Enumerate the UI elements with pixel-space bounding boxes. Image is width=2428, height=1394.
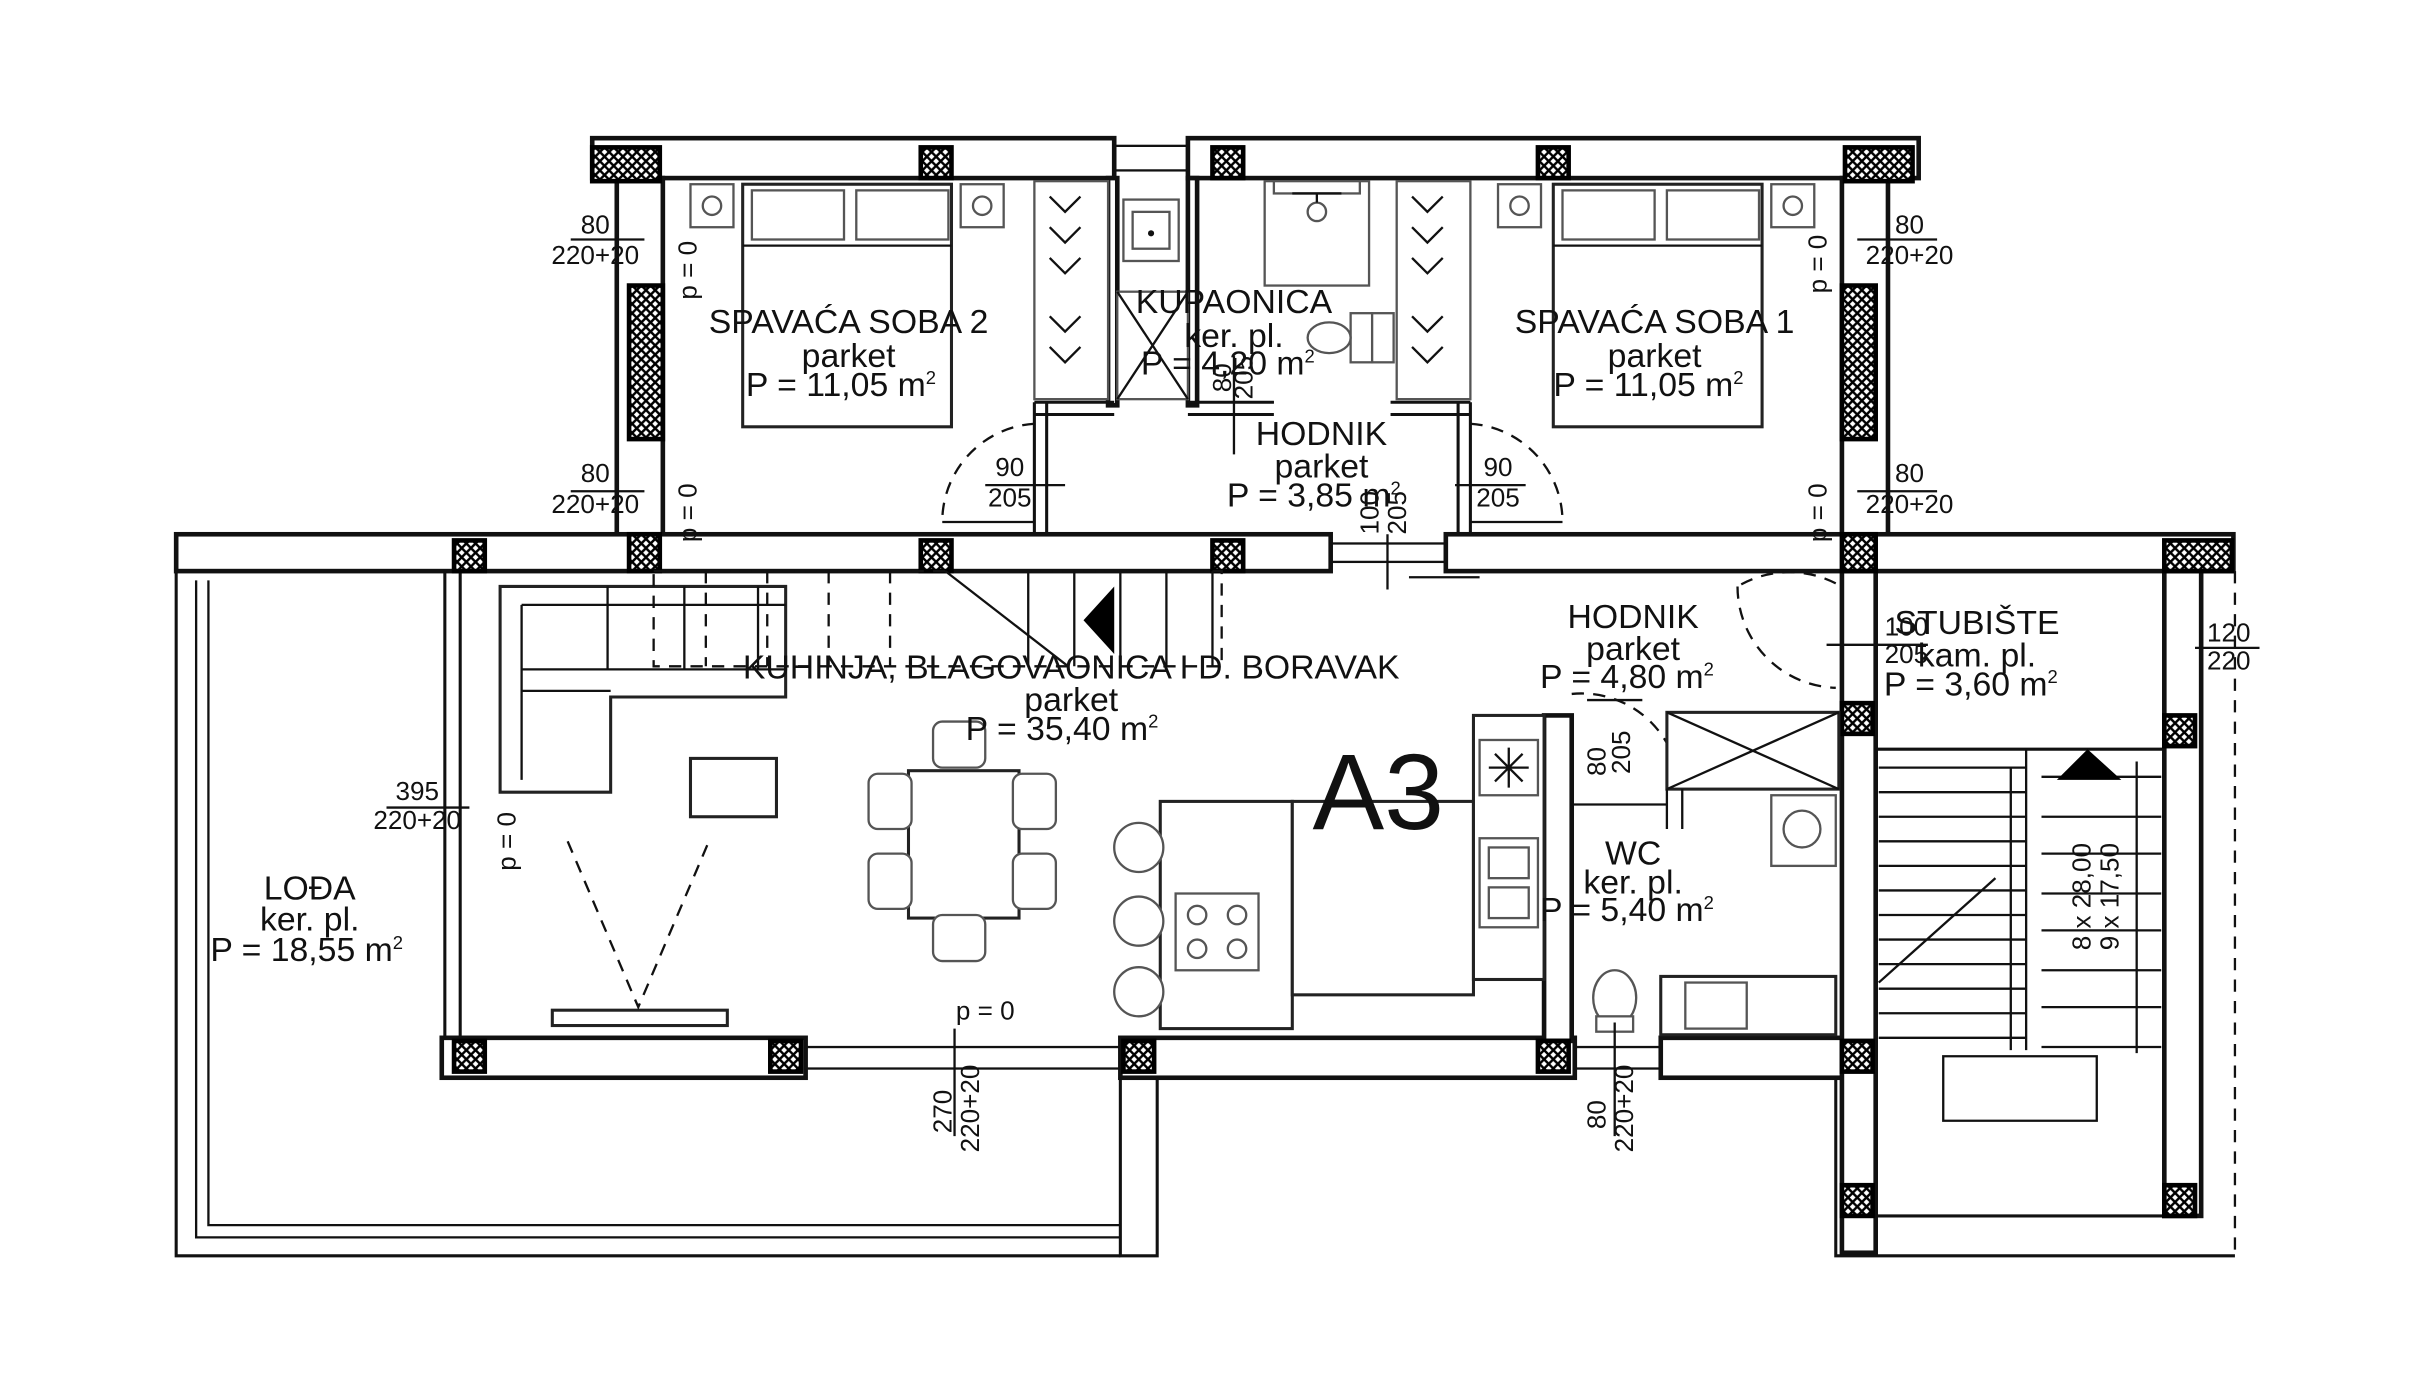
dim-label: 205 bbox=[1606, 731, 1636, 775]
dimension-labels: 80 220+20 p = 0 80 220+20 p = 0 80 220+2… bbox=[373, 209, 2250, 1152]
dim-label: 90 bbox=[995, 452, 1024, 482]
dim-label: 205 bbox=[1476, 483, 1520, 513]
tv-stand bbox=[550, 840, 729, 1028]
dim-label: 100 bbox=[1885, 612, 1929, 642]
room-name: SPAVAĆA SOBA 1 bbox=[1515, 303, 1795, 341]
dim-label: 220+20 bbox=[373, 805, 461, 835]
room-wc: WC ker. pl. P = 5,40 m2 bbox=[1540, 834, 1714, 929]
dim-label: 220+20 bbox=[955, 1065, 985, 1153]
dim-label: p = 0 bbox=[1803, 235, 1833, 294]
dim-label: 220+20 bbox=[1866, 240, 1954, 270]
room-name: WC bbox=[1605, 834, 1661, 872]
wardrobe-bedroom-2 bbox=[1033, 180, 1110, 401]
dim-label: 80 bbox=[581, 209, 610, 239]
dim-label: 220+20 bbox=[551, 240, 639, 270]
wardrobe-bedroom-1 bbox=[1395, 180, 1472, 401]
room-bathroom: KUPAONICA ker. pl. P = 4,20 m2 bbox=[1136, 283, 1333, 382]
door-swings bbox=[941, 356, 1837, 806]
room-loggia: LOĐA ker. pl. P = 18,55 m2 bbox=[210, 870, 403, 969]
dim-label: p = 0 bbox=[673, 483, 703, 542]
dim-label: p = 0 bbox=[956, 995, 1015, 1025]
dim-label: 8 x 28,00 bbox=[2067, 843, 2097, 950]
room-floor: parket bbox=[1275, 447, 1369, 485]
room-name: STUBIŠTE bbox=[1894, 604, 2059, 642]
room-hall-upper: HODNIK parket P = 3,85 m2 bbox=[1227, 415, 1401, 514]
dim-label: 9 x 17,50 bbox=[2094, 843, 2124, 950]
kitchen-counter bbox=[1471, 713, 1546, 982]
room-area: P = 3,85 m2 bbox=[1227, 477, 1401, 515]
dim-label: 80 bbox=[1895, 209, 1924, 239]
room-floor: ker. pl. bbox=[1184, 317, 1283, 355]
room-area: P = 3,60 m2 bbox=[1884, 665, 2058, 703]
loggia-outline bbox=[174, 568, 1121, 1258]
room-name: SPAVAĆA SOBA 2 bbox=[709, 303, 989, 341]
dim-label: 80 bbox=[1207, 363, 1237, 392]
unit-label: A3 bbox=[1313, 732, 1444, 852]
dining-set bbox=[867, 720, 1058, 963]
dim-label: 80 bbox=[581, 458, 610, 488]
room-floor: ker. pl. bbox=[260, 900, 359, 938]
room-name: HODNIK bbox=[1567, 598, 1699, 636]
room-bedroom-1: SPAVAĆA SOBA 1 parket P = 11,05 m2 bbox=[1515, 303, 1795, 404]
room-area: P = 4,80 m2 bbox=[1540, 658, 1714, 696]
room-floor: kam. pl. bbox=[1918, 636, 2036, 674]
room-floor: parket bbox=[1608, 337, 1702, 375]
dim-label: 80 bbox=[1581, 1100, 1611, 1129]
bed-bedroom-2 bbox=[689, 182, 1005, 429]
room-floor: ker. pl. bbox=[1583, 864, 1682, 902]
dim-label: 205 bbox=[1382, 491, 1412, 535]
dimension-ticks bbox=[386, 238, 2260, 1137]
columns bbox=[451, 145, 2235, 1219]
bed-bedroom-1 bbox=[1496, 182, 1816, 429]
dim-label: 80 bbox=[1895, 458, 1924, 488]
room-floor: parket bbox=[802, 337, 896, 375]
upper-wing-walls bbox=[589, 135, 1921, 543]
dim-label: 120 bbox=[2207, 618, 2251, 648]
room-floor: parket bbox=[1586, 630, 1680, 668]
room-living: KUHINJA, BLAGOVAONICA I D. BORAVAK parke… bbox=[743, 649, 1400, 748]
dim-label: 90 bbox=[1484, 452, 1513, 482]
dim-label: 100 bbox=[1354, 491, 1384, 535]
dim-label: 205 bbox=[1885, 639, 1929, 669]
dim-label: 205 bbox=[1228, 356, 1258, 400]
room-area: P = 4,20 m2 bbox=[1141, 345, 1315, 383]
room-name: HODNIK bbox=[1256, 415, 1388, 453]
room-bedroom-2: SPAVAĆA SOBA 2 parket P = 11,05 m2 bbox=[709, 303, 989, 404]
dim-label: 220+20 bbox=[1609, 1065, 1639, 1153]
dim-label: p = 0 bbox=[673, 241, 703, 300]
dim-label: 220+20 bbox=[551, 489, 639, 519]
room-area: P = 18,55 m2 bbox=[210, 931, 403, 969]
room-name: LOĐA bbox=[264, 870, 356, 908]
room-area: P = 11,05 m2 bbox=[1553, 366, 1743, 404]
bathroom-fixtures bbox=[1116, 180, 1395, 401]
room-floor: parket bbox=[1024, 681, 1118, 719]
dim-label: 220 bbox=[2207, 645, 2251, 675]
dim-label: 395 bbox=[395, 776, 439, 806]
dim-label: 270 bbox=[927, 1090, 957, 1134]
dim-label: 205 bbox=[988, 483, 1032, 513]
room-area: P = 35,40 m2 bbox=[966, 710, 1159, 748]
dim-label: 80 bbox=[1581, 747, 1611, 776]
main-staircase bbox=[1877, 749, 2162, 1122]
stairs-internal bbox=[652, 569, 1223, 668]
room-staircase: STUBIŠTE kam. pl. P = 3,60 m2 bbox=[1884, 604, 2060, 703]
room-name: KUHINJA, BLAGOVAONICA I D. BORAVAK bbox=[743, 649, 1400, 687]
room-area: P = 11,05 m2 bbox=[746, 366, 936, 404]
kitchen-island bbox=[1113, 799, 1475, 1031]
dim-label: p = 0 bbox=[1803, 483, 1833, 542]
room-name: KUPAONICA bbox=[1136, 283, 1333, 321]
room-area: P = 5,40 m2 bbox=[1540, 891, 1714, 929]
coffee-table bbox=[688, 756, 778, 819]
room-hall-lower: HODNIK parket P = 4,80 m2 bbox=[1540, 598, 1714, 696]
dim-label: p = 0 bbox=[491, 812, 521, 871]
dim-label: 220+20 bbox=[1866, 489, 1954, 519]
